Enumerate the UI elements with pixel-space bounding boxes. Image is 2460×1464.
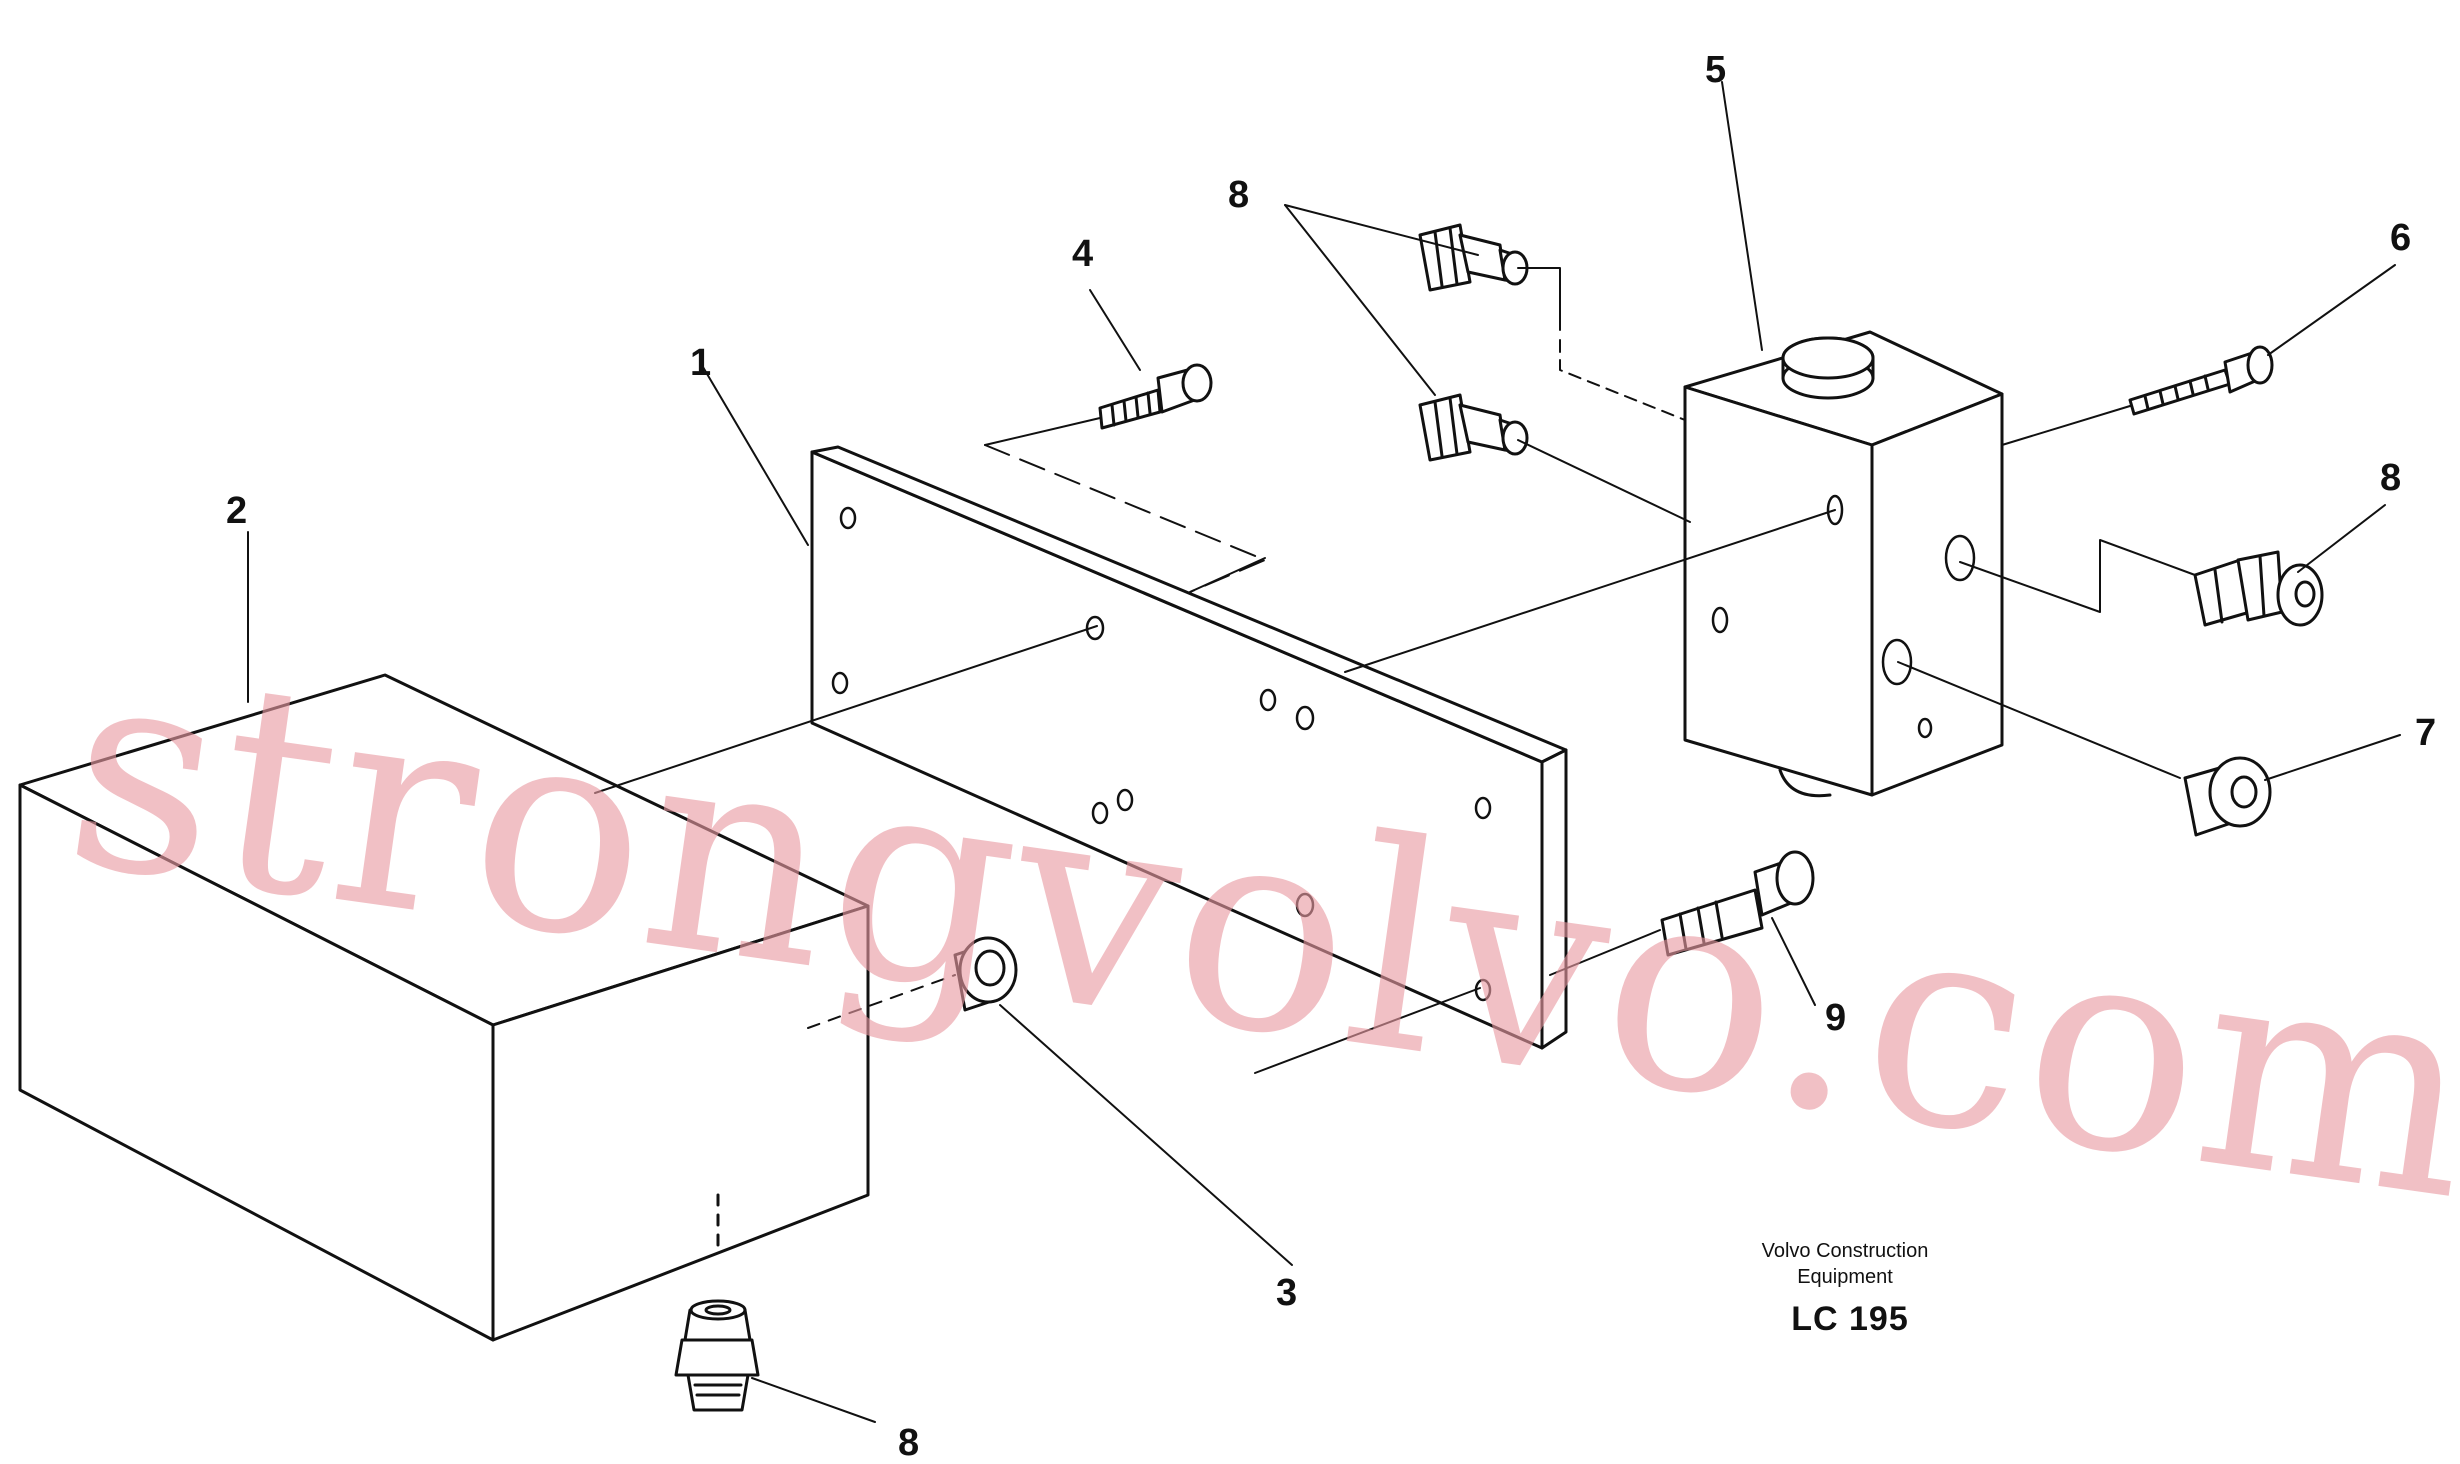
part-6-screw [2128,345,2274,416]
part-1-plate [810,445,1568,1050]
part-8-fitting-right [2193,550,2324,627]
callout-6: 6 [2390,217,2411,259]
part-8-fitting-bottom [674,1299,760,1412]
assembly-lines [594,267,2196,1074]
callout-5: 5 [1705,49,1726,91]
callout-4: 4 [1072,233,1093,275]
part-3-plug [953,936,1018,1012]
callout-2: 2 [226,490,247,532]
callout-9: 9 [1825,997,1846,1039]
callout-7: 7 [2415,712,2436,754]
callout-8-bottom: 8 [898,1422,919,1464]
part-7-plug [2183,756,2272,837]
part-5-valve-block [1683,330,2004,798]
part-4-bolt [1098,363,1213,430]
callout-leaders [247,81,2401,1423]
callout-8-top: 8 [1228,174,1249,216]
footer-line-1: Volvo Construction [1762,1240,1929,1262]
part-9-bolt [1660,850,1815,957]
callout-1: 1 [690,342,711,384]
part-8-fitting-top [1418,223,1529,292]
callout-3: 3 [1276,1272,1297,1314]
diagram-code: LC 195 [1791,1300,1909,1338]
callout-8-right: 8 [2380,457,2401,499]
footer-line-2: Equipment [1797,1266,1893,1288]
part-8-fitting-middle [1418,393,1529,462]
part-2-box [18,673,870,1342]
